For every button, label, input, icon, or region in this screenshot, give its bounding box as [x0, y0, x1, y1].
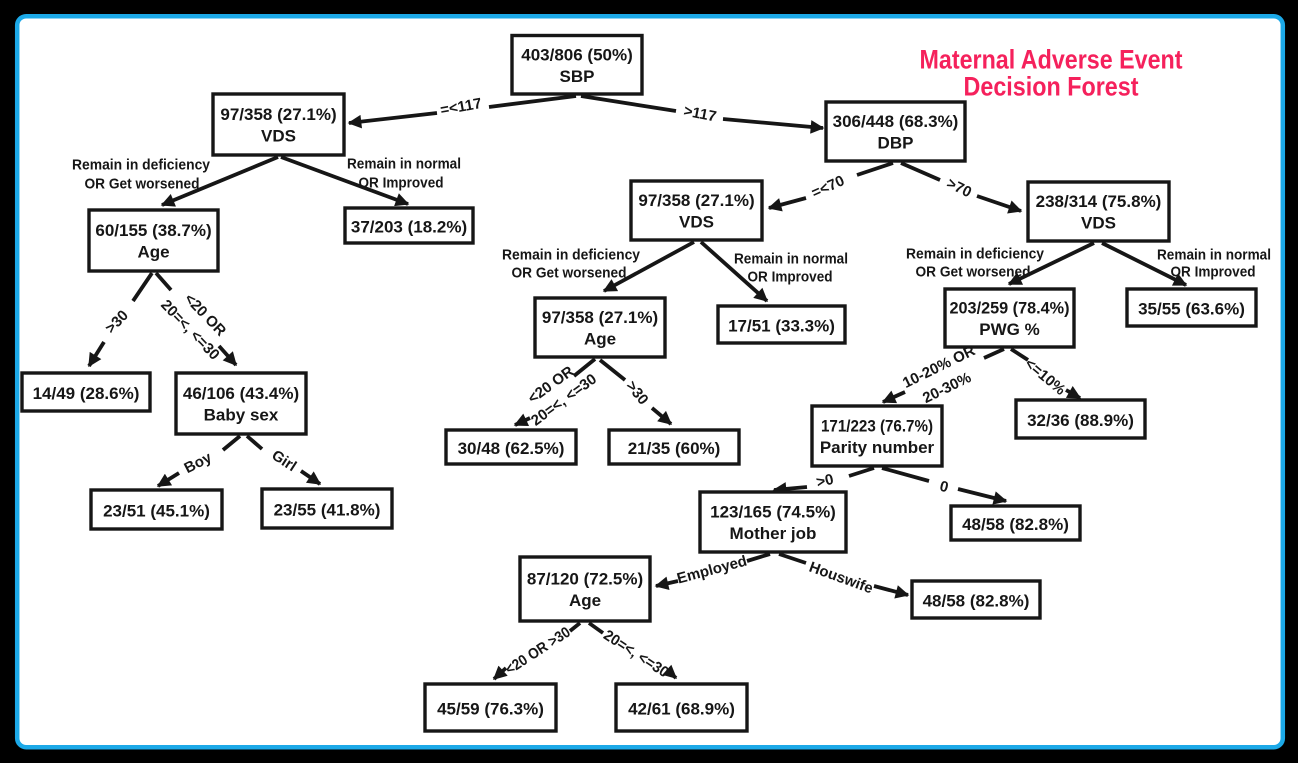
svg-text:87/120 (72.5%): 87/120 (72.5%) — [527, 570, 643, 589]
svg-text:Mother job: Mother job — [730, 524, 817, 543]
svg-text:203/259 (78.4%): 203/259 (78.4%) — [950, 299, 1070, 318]
svg-text:Remain in deficiency: Remain in deficiency — [906, 246, 1045, 263]
svg-text:>0: >0 — [815, 471, 835, 491]
svg-text:238/314 (75.8%): 238/314 (75.8%) — [1036, 192, 1162, 211]
svg-text:37/203 (18.2%): 37/203 (18.2%) — [351, 218, 467, 237]
svg-text:VDS: VDS — [679, 213, 714, 232]
svg-text:97/358 (27.1%): 97/358 (27.1%) — [542, 308, 658, 327]
svg-text:306/448 (68.3%): 306/448 (68.3%) — [833, 112, 959, 131]
svg-text:0: 0 — [938, 478, 950, 497]
svg-text:OR Improved: OR Improved — [1171, 264, 1256, 281]
svg-text:Baby sex: Baby sex — [204, 406, 279, 425]
svg-text:48/58 (82.8%): 48/58 (82.8%) — [962, 515, 1069, 534]
svg-text:Remain in deficiency: Remain in deficiency — [72, 157, 211, 174]
svg-text:=<117: =<117 — [439, 95, 483, 119]
svg-text:17/51 (33.3%): 17/51 (33.3%) — [728, 317, 835, 336]
svg-text:OR Improved: OR Improved — [748, 269, 833, 286]
svg-text:14/49 (28.6%): 14/49 (28.6%) — [33, 384, 140, 403]
svg-text:30/48 (62.5%): 30/48 (62.5%) — [458, 439, 565, 458]
svg-text:46/106 (43.4%): 46/106 (43.4%) — [183, 384, 299, 403]
svg-text:48/58 (82.8%): 48/58 (82.8%) — [923, 592, 1030, 611]
svg-text:Remain in deficiency: Remain in deficiency — [502, 247, 641, 264]
svg-text:403/806 (50%): 403/806 (50%) — [521, 45, 633, 64]
svg-text:45/59 (76.3%): 45/59 (76.3%) — [437, 700, 544, 719]
svg-text:OR Improved: OR Improved — [359, 175, 444, 192]
svg-text:Decision Forest: Decision Forest — [964, 72, 1139, 102]
svg-text:171/223 (76.7%): 171/223 (76.7%) — [821, 417, 933, 436]
svg-text:Age: Age — [584, 330, 616, 349]
svg-text:97/358 (27.1%): 97/358 (27.1%) — [220, 105, 336, 124]
svg-text:OR Get worsened: OR Get worsened — [512, 265, 627, 282]
svg-text:VDS: VDS — [261, 127, 296, 146]
svg-text:21/35 (60%): 21/35 (60%) — [628, 439, 721, 458]
svg-text:PWG %: PWG % — [979, 320, 1039, 339]
svg-text:>117: >117 — [682, 103, 718, 126]
svg-text:Remain in normal: Remain in normal — [1157, 247, 1271, 264]
svg-text:VDS: VDS — [1081, 214, 1116, 233]
svg-text:OR Get worsened: OR Get worsened — [916, 264, 1031, 281]
svg-text:Maternal Adverse Event: Maternal Adverse Event — [920, 45, 1183, 75]
svg-text:23/55 (41.8%): 23/55 (41.8%) — [274, 501, 381, 520]
svg-text:Age: Age — [569, 591, 601, 610]
svg-text:32/36 (88.9%): 32/36 (88.9%) — [1027, 411, 1134, 430]
svg-text:97/358 (27.1%): 97/358 (27.1%) — [638, 191, 754, 210]
svg-text:OR Get worsened: OR Get worsened — [85, 176, 200, 193]
svg-text:Parity number: Parity number — [820, 438, 935, 457]
svg-text:Age: Age — [137, 243, 169, 262]
svg-text:35/55 (63.6%): 35/55 (63.6%) — [1138, 300, 1245, 319]
svg-text:Remain in normal: Remain in normal — [734, 251, 848, 268]
svg-text:60/155 (38.7%): 60/155 (38.7%) — [95, 221, 211, 240]
svg-text:123/165 (74.5%): 123/165 (74.5%) — [710, 503, 836, 522]
svg-text:DBP: DBP — [878, 134, 914, 153]
svg-text:Remain in normal: Remain in normal — [347, 156, 461, 173]
svg-text:42/61 (68.9%): 42/61 (68.9%) — [628, 700, 735, 719]
svg-text:SBP: SBP — [560, 67, 595, 86]
svg-text:23/51 (45.1%): 23/51 (45.1%) — [103, 502, 210, 521]
